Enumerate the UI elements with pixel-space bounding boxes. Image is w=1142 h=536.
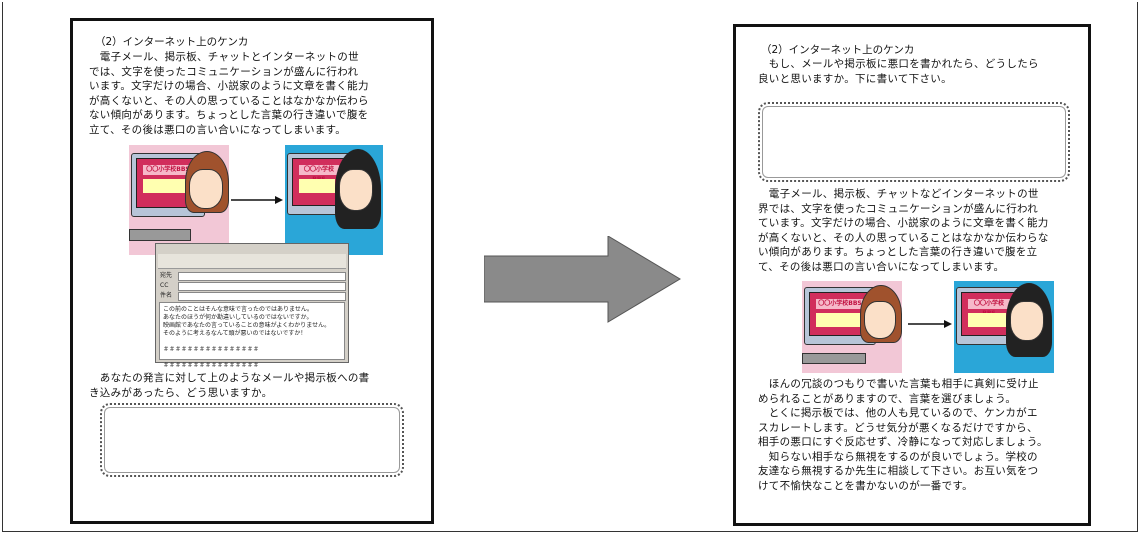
comic-panel-angry-girl: 〇〇小学校BBS (285, 145, 383, 255)
to-label: 宛先 (160, 272, 173, 279)
bbs-post (816, 313, 860, 327)
worksheet-page-after: （2）インターネット上のケンカ もし、メールや掲示板に悪口を書かれたら、どうした… (733, 24, 1091, 526)
bbs-title: 〇〇小学校BBS (968, 299, 1010, 317)
bbs-post (299, 179, 335, 193)
subject-field (178, 292, 346, 301)
page-heading: （2）インターネット上のケンカ (95, 36, 249, 48)
email-body: この前のことはそんな意味で言ったのではありません。 あなたのほうが何か勘違いして… (159, 302, 345, 369)
bbs-title: 〇〇小学校BBS (143, 165, 193, 175)
comic-panel-happy-girl: 〇〇小学校BBS (129, 145, 229, 255)
subject-label: 件名 (160, 292, 173, 299)
girl-face (189, 169, 223, 209)
email-window-screenshot: 宛先 CC 件名 この前のことはそんな意味で言ったのではありません。 あなたのほ… (155, 243, 349, 369)
comic-panel-angry-girl: 〇〇小学校BBS (954, 281, 1054, 373)
intro-question: もし、メールや掲示板に悪口を書かれたら、どうしたら 良いと思いますか。下に書いて… (758, 58, 1039, 85)
cc-field (178, 282, 346, 291)
small-arrow-icon (908, 320, 952, 328)
bbs-title: 〇〇小学校BBS (299, 165, 339, 183)
paragraph-intro: 電子メール、掲示板、チャットとインターネットの世 では、文字を使ったコミュニケー… (89, 51, 369, 136)
big-arrow-icon (484, 236, 681, 323)
answer-box[interactable] (758, 102, 1070, 182)
bbs-post (968, 313, 1006, 327)
bbs-post (143, 179, 189, 193)
email-toolbar (158, 254, 346, 269)
girl-face (1010, 301, 1044, 341)
keyboard (802, 353, 866, 364)
keyboard (129, 229, 191, 241)
computer-monitor: 〇〇小学校BBS (956, 287, 1022, 345)
small-arrow-icon (231, 196, 283, 204)
page-heading: （2）インターネット上のケンカ (761, 44, 915, 56)
paragraph-intro: 電子メール、掲示板、チャットなどインターネットの世 界では、文字を使ったコミュニ… (758, 188, 1049, 273)
worksheet-page-before: （2）インターネット上のケンカ 電子メール、掲示板、チャットとインターネットの世… (70, 18, 434, 524)
girl-face (339, 169, 373, 211)
advice-text: ほんの冗談のつもりで書いた言葉も相手に真剣に受け止 められることがありますので、… (758, 378, 1048, 492)
answer-box[interactable] (100, 403, 404, 477)
bbs-title: 〇〇小学校BBS (816, 299, 864, 309)
question-text: あなたの発言に対して上のようなメールや掲示板への書 き込みがあったら、どう思いま… (89, 372, 370, 399)
comic-panel-happy-girl: 〇〇小学校BBS (802, 281, 902, 373)
to-field (178, 272, 346, 281)
cc-label: CC (160, 282, 169, 289)
girl-face (864, 301, 896, 339)
